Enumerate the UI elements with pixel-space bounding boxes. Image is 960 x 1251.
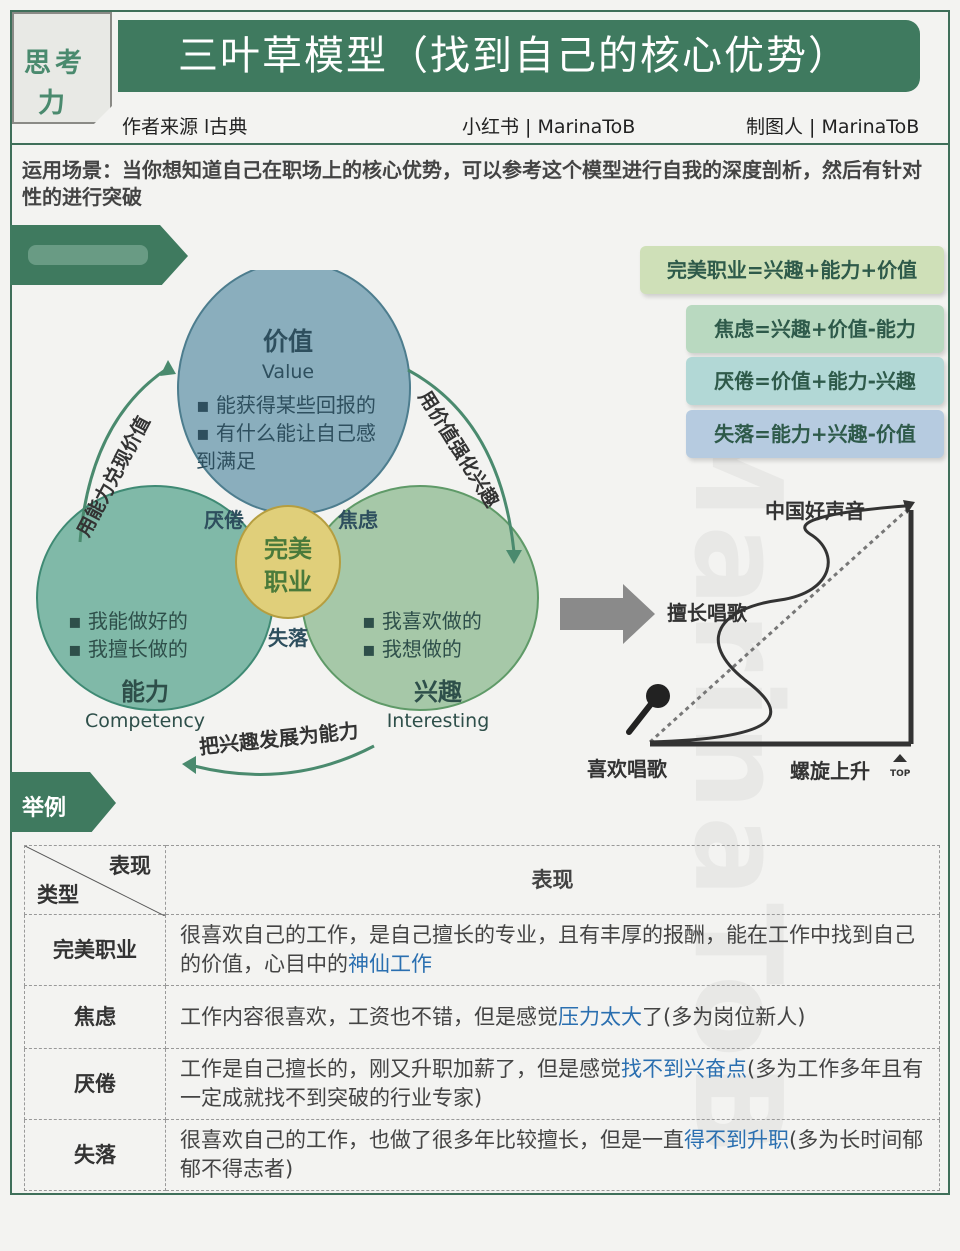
- row-type: 失落: [24, 1119, 166, 1191]
- dotted-trend-line: [648, 508, 909, 744]
- row-highlight: 得不到升职: [684, 1128, 789, 1152]
- table-row: 失落 很喜欢自己的工作，也做了很多年比较擅长，但是一直得不到升职(多为长时间郁郁…: [24, 1119, 940, 1191]
- left-curve-arrow: [78, 366, 169, 543]
- badge-fold-corner: [94, 106, 112, 124]
- table-row: 完美职业 很喜欢自己的工作，是自己擅长的专业，且有丰厚的报酬，能在工作中找到自己…: [24, 914, 940, 986]
- corner-diagonal: [25, 846, 165, 916]
- boredom-label: 厌倦: [204, 508, 244, 532]
- row-type: 完美职业: [24, 914, 166, 986]
- value-en: Value: [262, 361, 314, 383]
- formula-boredom: 厌倦=价值+能力-兴趣: [686, 357, 944, 405]
- perfect-line-2: 职业: [264, 568, 312, 596]
- badge-text: 思考 力: [24, 44, 86, 124]
- badge-line-2: 力: [38, 88, 69, 119]
- interest-item-2: ▪ 我想做的: [362, 637, 462, 661]
- usage-scenario: 运用场景：当你想知道自己在职场上的核心优势，可以参考这个模型进行自我的深度剖析，…: [22, 158, 922, 209]
- bottom-arrow-label: 把兴趣发展为能力: [198, 718, 360, 759]
- spiral-curve: [649, 504, 906, 744]
- interest-item-1: ▪ 我喜欢做的: [362, 609, 482, 633]
- row-type: 焦虑: [24, 985, 166, 1049]
- interest-en: Interesting: [387, 710, 490, 732]
- row-description: 工作是自己擅长的，刚又升职加薪了，但是感觉找不到兴奋点(多为工作多年且有一定成就…: [165, 1048, 940, 1120]
- right-curve-arrow: [407, 368, 516, 553]
- microphone-icon: [626, 684, 670, 735]
- clover-diagram: 价值 Value ▪ 能获得某些回报的 ▪ 有什么能让自己感 到满足 厌倦 焦虑…: [36, 270, 539, 776]
- corner-top: 表现: [109, 854, 151, 878]
- value-circle: [177, 270, 411, 515]
- anxiety-label: 焦虑: [338, 508, 378, 532]
- header-divider: [12, 143, 948, 145]
- examples-table: 表现 类型 表现 完美职业 很喜欢自己的工作，是自己擅长的专业，且有丰厚的报酬，…: [24, 845, 940, 1191]
- loss-label: 失落: [268, 626, 309, 650]
- left-arrow-head: [160, 360, 176, 376]
- spiral-growth-diagram: 中国好声音 擅长唱歌 喜欢唱歌 螺旋上升 TOP: [560, 499, 915, 783]
- row-description: 工作内容很喜欢，工资也不错，但是感觉压力太大了(多为岗位新人): [165, 985, 940, 1049]
- spiral-top-label: 中国好声音: [765, 499, 865, 523]
- formula-loss: 失落=能力+兴趣-价值: [686, 410, 944, 458]
- xiaohongshu-credit: 小红书 | MarinaToB: [462, 116, 636, 138]
- footer-divider: [12, 1193, 948, 1195]
- table-row: 焦虑 工作内容很喜欢，工资也不错，但是感觉压力太大了(多为岗位新人): [24, 985, 940, 1049]
- interest-title: 兴趣: [414, 678, 463, 706]
- row-description: 很喜欢自己的工作，也做了很多年比较擅长，但是一直得不到升职(多为长时间郁郁不得志…: [165, 1119, 940, 1191]
- spiral-end-label: 螺旋上升: [790, 759, 870, 783]
- table-header-row: 表现 类型 表现: [24, 845, 940, 916]
- corner-cell: 表现 类型: [24, 845, 166, 916]
- big-right-arrow: [560, 584, 655, 644]
- corner-bottom: 类型: [37, 883, 79, 907]
- row-highlight: 找不到兴奋点: [621, 1057, 747, 1081]
- top-badge-arrow: [893, 754, 907, 762]
- top-badge-label: TOP: [890, 769, 911, 779]
- author-credit: 作者来源 l古典: [122, 116, 248, 138]
- formula-anxiety: 焦虑=兴趣+价值-能力: [686, 305, 944, 353]
- value-title: 价值: [263, 327, 313, 356]
- spiral-arrow-head: [903, 500, 915, 514]
- row-highlight: 压力太大: [558, 1004, 642, 1029]
- formula-perfect: 完美职业=兴趣+能力+价值: [640, 246, 944, 294]
- competency-title: 能力: [121, 678, 169, 706]
- right-arrow-head: [506, 550, 522, 564]
- spiral-start-label: 喜欢唱歌: [587, 757, 668, 781]
- section-arrow-model: [10, 225, 188, 285]
- section-arrow-examples: [10, 772, 116, 832]
- value-item-2: ▪ 有什么能让自己感: [196, 421, 376, 445]
- perfect-line-1: 完美: [264, 535, 312, 563]
- competency-en: Competency: [85, 710, 205, 732]
- page-title: 三叶草模型（找到自己的核心优势）: [118, 20, 920, 92]
- bottom-curve-arrow: [193, 744, 375, 776]
- row-highlight: 神仙工作: [348, 952, 432, 976]
- perfect-career-center: [235, 505, 341, 619]
- badge-line-1: 思考: [24, 48, 86, 79]
- spiral-mid-label: 擅长唱歌: [667, 601, 748, 625]
- value-item-1: ▪ 能获得某些回报的: [196, 393, 376, 417]
- value-item-3: 到满足: [196, 449, 256, 473]
- row-description: 很喜欢自己的工作，是自己擅长的专业，且有丰厚的报酬，能在工作中找到自己的价值，心…: [165, 914, 940, 986]
- examples-title: 举例: [22, 796, 67, 821]
- table-header-cell: 表现: [165, 845, 940, 915]
- maker-credit: 制图人 | MarinaToB: [746, 116, 920, 138]
- table-row: 厌倦 工作是自己擅长的，刚又升职加薪了，但是感觉找不到兴奋点(多为工作多年且有一…: [24, 1048, 940, 1120]
- row-type: 厌倦: [24, 1048, 166, 1120]
- competency-item-2: ▪ 我擅长做的: [68, 637, 188, 661]
- competency-item-1: ▪ 我能做好的: [68, 609, 188, 633]
- thinking-badge: 思考 力: [12, 12, 112, 124]
- bottom-arrow-head: [182, 756, 196, 774]
